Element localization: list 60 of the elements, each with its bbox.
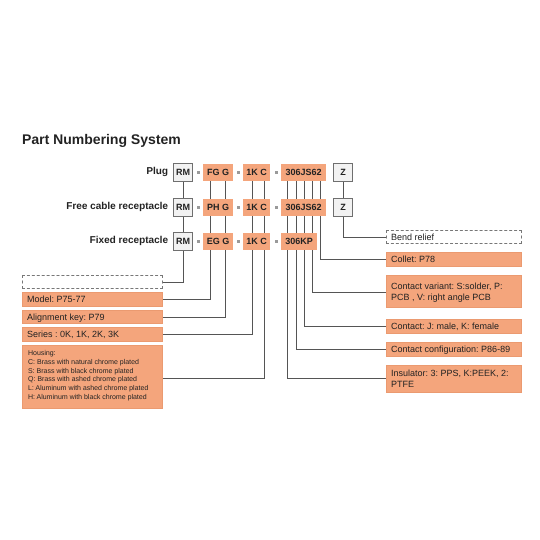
code-box: RM <box>173 198 193 217</box>
code-box: RM <box>173 163 193 182</box>
description-box: Contact configuration: P86-89 <box>386 342 522 357</box>
leader-line <box>320 216 386 260</box>
row-label: Fixed receptacle <box>90 235 168 247</box>
leader-line <box>343 216 386 238</box>
description-box <box>22 345 163 409</box>
title: Part Numbering System <box>22 131 181 148</box>
leader-line <box>296 216 297 234</box>
row-label: Plug <box>146 166 168 178</box>
description-box: Alignment key: P79 <box>22 310 163 324</box>
leader-line <box>304 216 305 234</box>
blank-box <box>22 275 163 289</box>
description-box: Series : 0K, 1K, 2K, 3K <box>22 327 163 342</box>
code-box: PH G <box>203 199 233 216</box>
code-box: 306JS62 <box>281 164 326 181</box>
code-box: 1K C <box>243 233 270 250</box>
code-box: RM <box>173 232 193 251</box>
leader-line <box>320 180 321 200</box>
leader-line <box>162 250 253 335</box>
leader-line <box>183 216 184 232</box>
leader-line <box>304 180 305 200</box>
leader-line <box>162 250 211 300</box>
leader-line <box>312 216 313 234</box>
code-box: 306JS62 <box>281 199 326 216</box>
row-label: Free cable receptacle <box>66 201 168 213</box>
description-box: Contact variant: S:solder, P: PCB , V: right angle PCB <box>386 275 522 308</box>
leader-line <box>162 250 265 379</box>
code-box: Z <box>333 198 353 217</box>
code-box: 1K C <box>243 164 270 181</box>
leader-line <box>264 180 265 200</box>
leader-line <box>252 216 253 234</box>
code-box: 1K C <box>243 199 270 216</box>
code-box: 306KP <box>281 233 317 250</box>
leader-line <box>343 182 344 198</box>
leader-line <box>210 216 211 234</box>
description-box: Insulator: 3: PPS, K:PEEK, 2: PTFE <box>386 365 522 393</box>
code-box: EG G <box>203 233 233 250</box>
leader-line <box>287 250 386 379</box>
leader-line <box>287 216 288 234</box>
leader-line <box>162 250 226 318</box>
leader-line <box>287 180 288 200</box>
leader-line <box>252 180 253 200</box>
code-box: FG G <box>203 164 233 181</box>
description-box: Contact: J: male, K: female <box>386 319 522 334</box>
leader-line <box>225 216 226 234</box>
leader-line <box>210 180 211 200</box>
leader-line <box>183 182 184 198</box>
description-box: Bend relief <box>386 230 522 244</box>
leader-line <box>312 180 313 200</box>
leader-line <box>162 250 184 283</box>
description-box: Collet: P78 <box>386 252 522 267</box>
leader-line <box>296 180 297 200</box>
leader-line <box>296 250 386 350</box>
description-box: Model: P75-77 <box>22 292 163 307</box>
leader-line <box>264 216 265 234</box>
leader-line <box>225 180 226 200</box>
leader-line <box>304 250 386 327</box>
leader-line <box>312 250 386 293</box>
code-box: Z <box>333 163 353 182</box>
